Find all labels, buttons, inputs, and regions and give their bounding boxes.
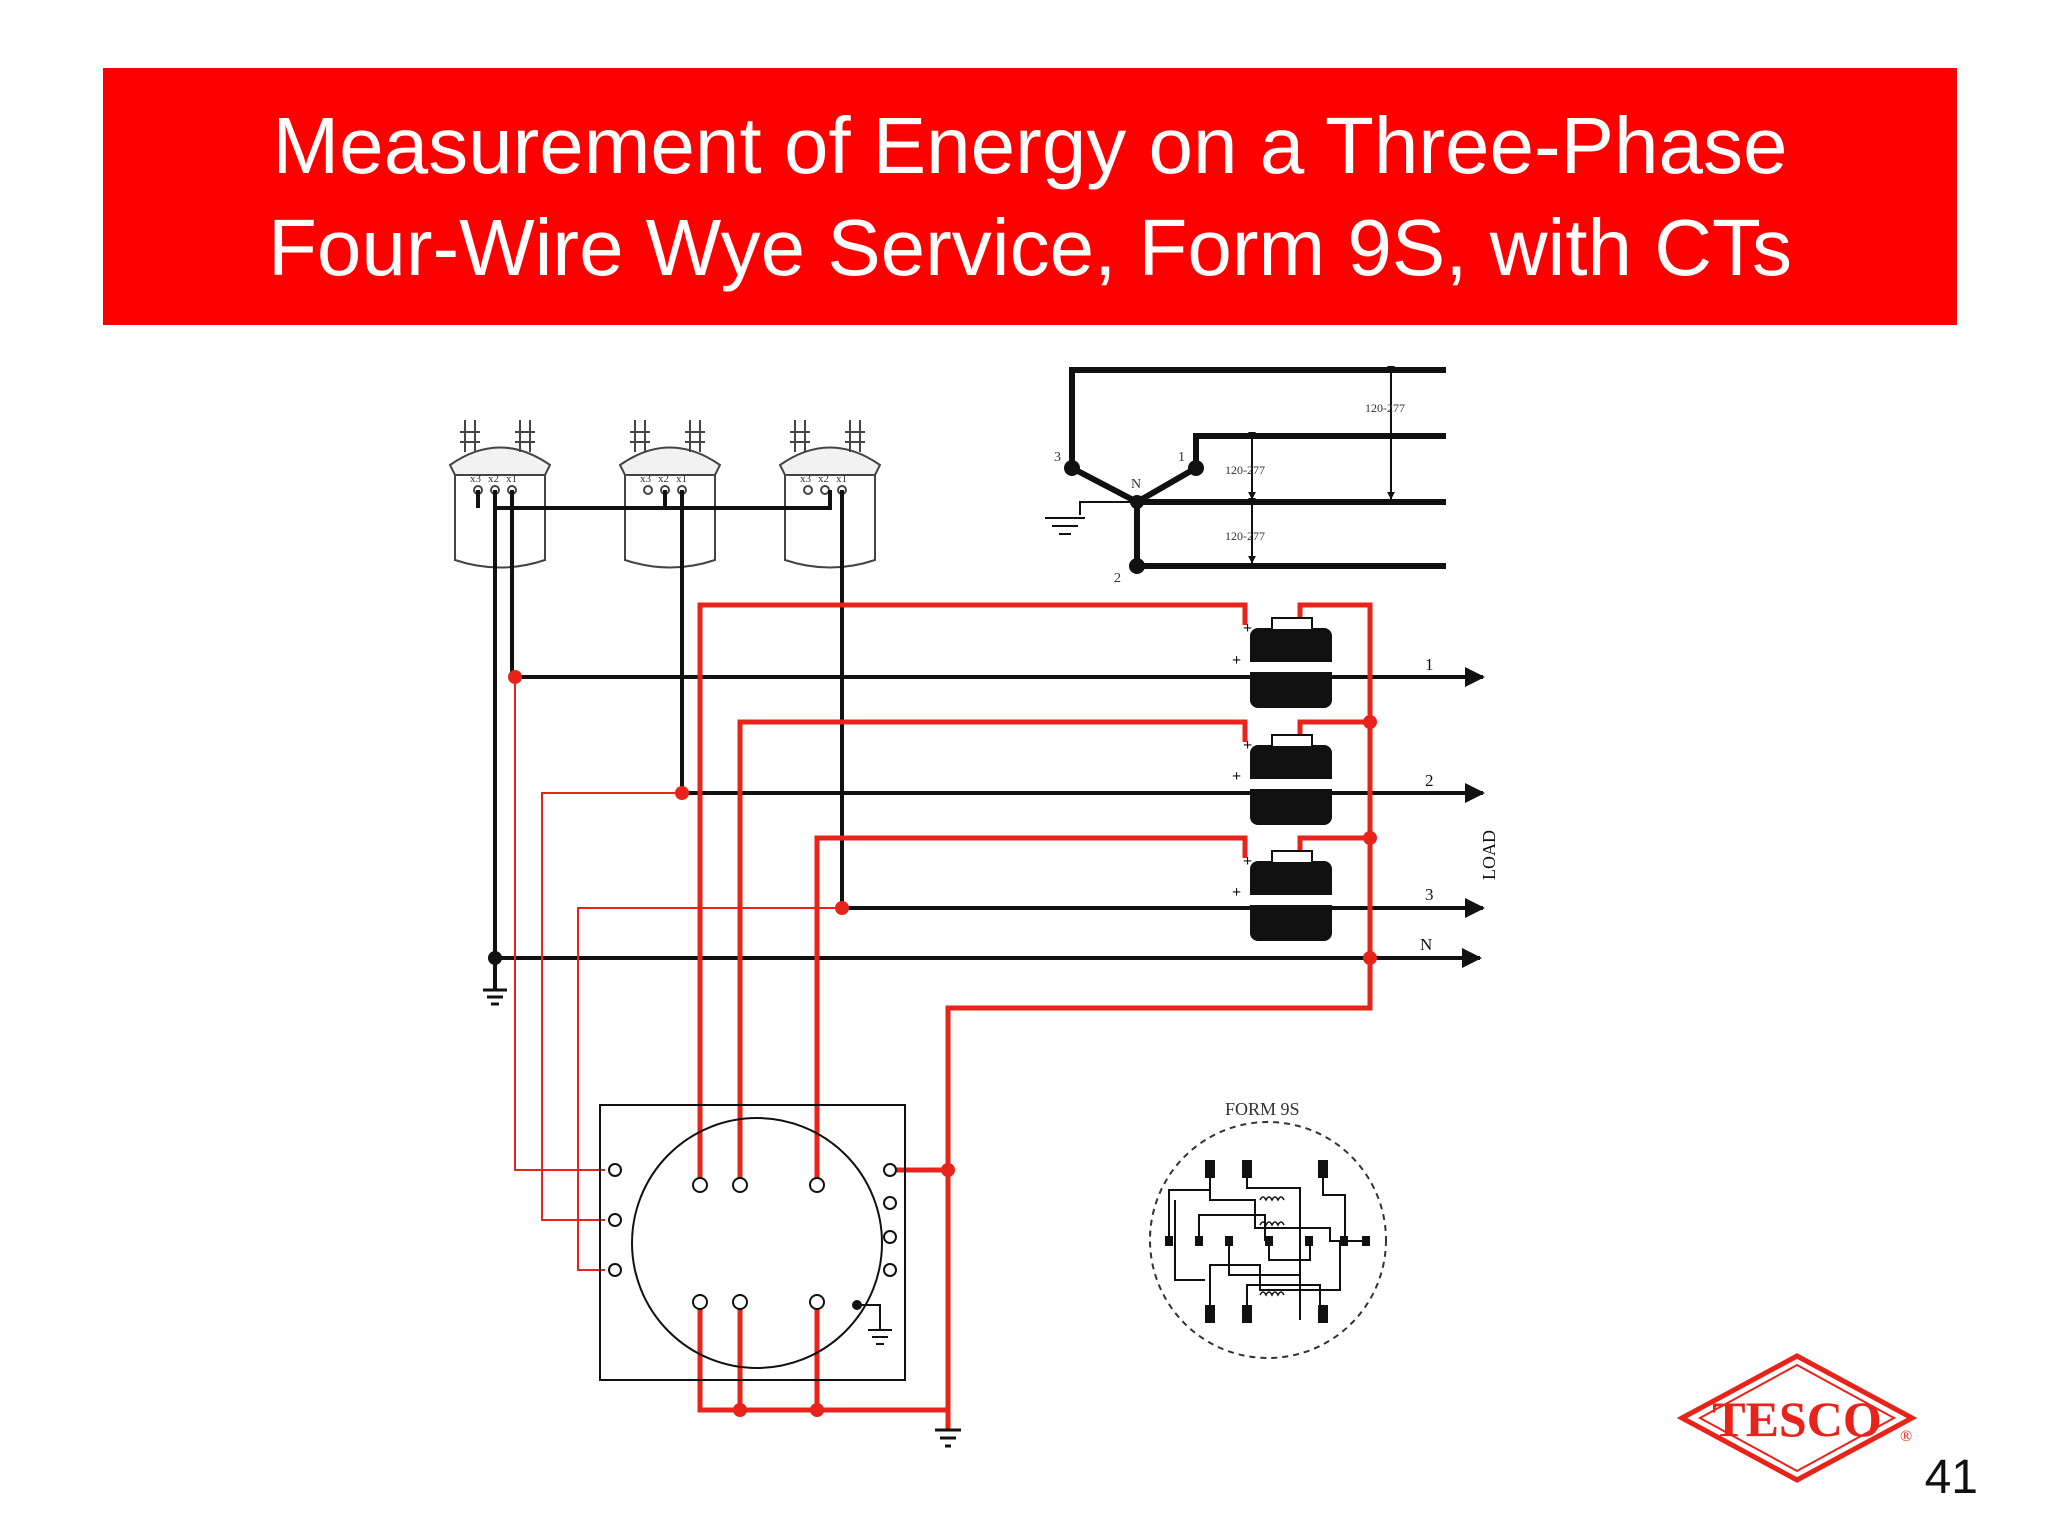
svg-text:120-277: 120-277 bbox=[1365, 401, 1405, 415]
svg-text:x1: x1 bbox=[836, 473, 847, 485]
svg-text:x3: x3 bbox=[640, 473, 652, 485]
line-labels: 1 2 3 N LOAD bbox=[1420, 655, 1499, 954]
registered-mark: ® bbox=[1900, 1428, 1912, 1445]
red-potential-wiring bbox=[514, 680, 842, 1271]
svg-text:120-277: 120-277 bbox=[1225, 529, 1265, 543]
voltage-dimensions bbox=[1248, 365, 1395, 564]
transformer-2 bbox=[618, 420, 722, 569]
form-9s-inset bbox=[1149, 1121, 1387, 1359]
svg-text:2: 2 bbox=[1114, 571, 1121, 586]
transformer-3 bbox=[778, 420, 882, 569]
svg-text:x2: x2 bbox=[658, 473, 669, 485]
meter-ground-dot bbox=[852, 1300, 862, 1310]
svg-text:x2: x2 bbox=[488, 473, 499, 485]
wye-ground-icon bbox=[1045, 517, 1085, 535]
load-label: LOAD bbox=[1479, 830, 1499, 880]
tesco-logo: TESCO ® bbox=[1676, 1353, 1918, 1483]
svg-text:x3: x3 bbox=[470, 473, 482, 485]
svg-text:+: + bbox=[1232, 768, 1241, 785]
svg-text:+: + bbox=[1232, 652, 1241, 669]
page-number: 41 bbox=[1924, 1451, 1978, 1504]
tesco-logo-text: TESCO bbox=[1712, 1391, 1882, 1447]
svg-text:120-277: 120-277 bbox=[1225, 463, 1265, 477]
svg-text:x2: x2 bbox=[818, 473, 829, 485]
svg-text:N: N bbox=[1420, 935, 1432, 954]
svg-text:+: + bbox=[1243, 853, 1252, 870]
title-banner: Measurement of Energy on a Three-Phase F… bbox=[103, 68, 1957, 325]
svg-text:2: 2 bbox=[1425, 771, 1434, 790]
neutral-junction-dot bbox=[488, 951, 502, 965]
svg-text:1: 1 bbox=[1178, 450, 1185, 465]
svg-text:+: + bbox=[1232, 884, 1241, 901]
svg-text:3: 3 bbox=[1425, 885, 1434, 904]
ct-1 bbox=[1250, 617, 1332, 708]
svg-text:+: + bbox=[1243, 737, 1252, 754]
transformer-1 bbox=[448, 420, 552, 569]
junction-dots bbox=[508, 670, 1377, 1417]
wye-labels: 3 1 2 N 120-277 120-277 120-277 bbox=[1054, 401, 1405, 586]
svg-text:N: N bbox=[1131, 477, 1141, 492]
svg-text:+: + bbox=[1243, 620, 1252, 637]
title-line-1: Measurement of Energy on a Three-Phase bbox=[272, 100, 1788, 190]
transformer-terminal-labels: x3 x2 x1 x3 x2 x1 x3 x2 x1 bbox=[470, 473, 847, 485]
meter-ground-icon bbox=[935, 1428, 961, 1448]
svg-text:1: 1 bbox=[1425, 655, 1434, 674]
svg-text:x3: x3 bbox=[800, 473, 812, 485]
ct-polarity-marks: + + + + + + bbox=[1232, 620, 1252, 901]
ct-3 bbox=[1250, 850, 1332, 941]
svg-text:x1: x1 bbox=[506, 473, 517, 485]
svg-text:3: 3 bbox=[1054, 450, 1061, 465]
ct-2 bbox=[1250, 734, 1332, 825]
black-wiring bbox=[476, 490, 844, 990]
svg-text:x1: x1 bbox=[676, 473, 687, 485]
meter-socket bbox=[599, 1104, 906, 1381]
main-lines bbox=[495, 667, 1485, 968]
wye-dots bbox=[1064, 460, 1204, 574]
red-current-wiring bbox=[697, 602, 1373, 1430]
form-9s-label: FORM 9S bbox=[1225, 1099, 1300, 1119]
title-line-2: Four-Wire Wye Service, Form 9S, with CTs bbox=[268, 202, 1792, 292]
